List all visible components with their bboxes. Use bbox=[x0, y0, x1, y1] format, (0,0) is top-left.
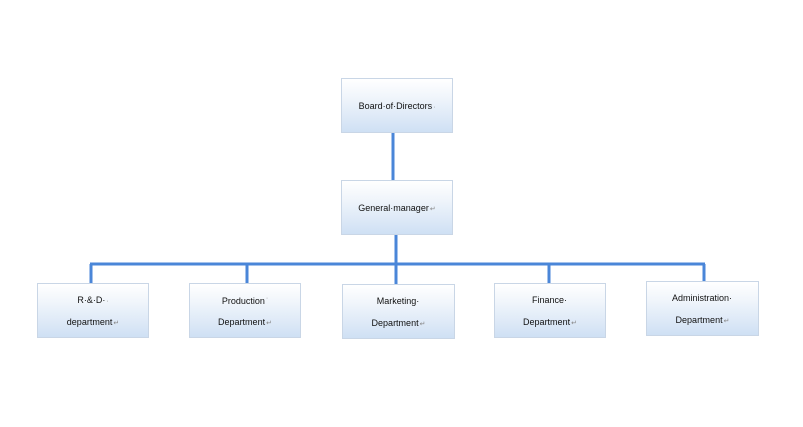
marketing-department-box: Marketing· Department↵ bbox=[342, 284, 455, 339]
finance-line2: Department bbox=[523, 317, 571, 327]
general-manager-format-mark: ↵ bbox=[429, 206, 436, 213]
rd-format-mark-2: ↵ bbox=[113, 320, 120, 327]
administration-line2: Department bbox=[675, 315, 723, 325]
marketing-line1: Marketing· bbox=[376, 296, 420, 306]
general-manager-box: General·manager↵ bbox=[341, 180, 453, 235]
finance-line1: Finance· bbox=[531, 295, 567, 305]
board-format-mark: · bbox=[433, 104, 436, 111]
administration-line1: Administration· bbox=[671, 293, 733, 303]
finance-department-box: Finance· Department↵ bbox=[494, 283, 606, 338]
rd-format-mark-1: · bbox=[106, 298, 109, 305]
finance-format-mark-2: ↵ bbox=[571, 320, 577, 327]
production-department-box: Production· Department↵ bbox=[189, 283, 301, 338]
board-of-directors-box: Board·of·Directors· bbox=[341, 78, 453, 133]
rd-line2: department bbox=[66, 317, 113, 327]
production-line2: Department bbox=[218, 317, 266, 327]
administration-department-box: Administration· Department↵ bbox=[646, 281, 759, 336]
general-manager-label: General·manager bbox=[358, 203, 429, 213]
production-format-mark-2: ↵ bbox=[266, 320, 272, 327]
rd-line1: R·&·D· bbox=[77, 295, 106, 305]
marketing-line2: Department bbox=[371, 318, 419, 328]
marketing-format-mark-2: ↵ bbox=[419, 321, 426, 328]
administration-format-mark-2: ↵ bbox=[723, 318, 730, 325]
rd-department-box: R·&·D·· department↵ bbox=[37, 283, 149, 338]
board-label: Board·of·Directors bbox=[358, 101, 433, 111]
production-line1: Production bbox=[221, 296, 265, 306]
production-format-mark-1: · bbox=[265, 295, 269, 302]
